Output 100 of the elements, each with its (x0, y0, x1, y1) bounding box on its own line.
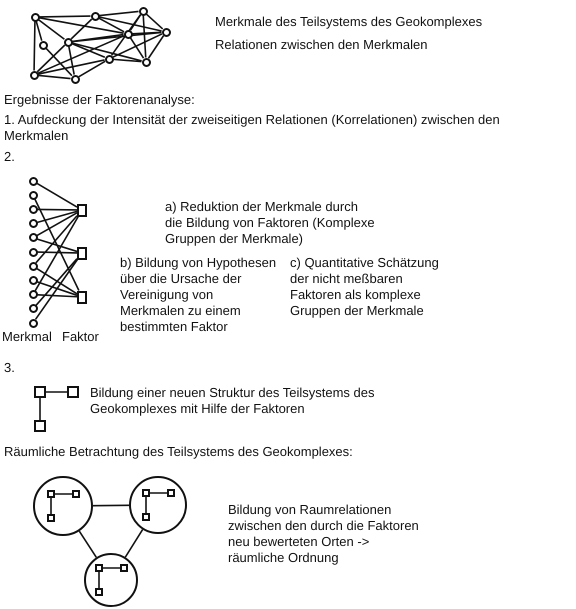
connector-line (50, 498, 52, 514)
circle-node (28, 176, 38, 186)
text: Bildung von Raumrelationen zwischen den durch die Faktoren neu bewerteten Orten -> räumliche Ordnung (228, 502, 420, 566)
square-node (34, 386, 46, 398)
connector-line (35, 215, 78, 264)
square-node (95, 588, 103, 596)
connector-line (150, 492, 167, 494)
connector-line (72, 42, 106, 58)
connector-line (37, 251, 78, 254)
description-text: Relationen zwischen den Merkmalen (215, 37, 428, 53)
location-circle (33, 476, 93, 536)
connector-line (70, 18, 92, 40)
connector-line (39, 17, 124, 34)
square-node (77, 246, 87, 260)
connector-line (99, 16, 162, 32)
square-node (77, 204, 87, 216)
connector-line (145, 497, 147, 513)
connector-line (37, 294, 78, 298)
connector-line (55, 493, 72, 495)
circle-node (138, 6, 148, 16)
connector-line (36, 182, 78, 208)
circle-node (28, 318, 38, 328)
square-node (142, 489, 150, 497)
square-node (167, 489, 175, 497)
connector-line (35, 258, 78, 306)
connector-line (103, 567, 120, 569)
circle-node (142, 58, 150, 66)
square-node (95, 564, 103, 572)
circle-node (30, 12, 40, 22)
connector-line (130, 37, 144, 59)
location-circle (129, 476, 187, 534)
text: a) Reduktion der Merkmale durch die Bildung von Faktoren (Komplexe Gruppen der Merkmale) (165, 199, 375, 247)
connector-line (72, 34, 124, 42)
connector-line (38, 19, 65, 40)
connector-line (35, 21, 43, 41)
square-node (67, 386, 79, 398)
connector-line (36, 212, 78, 236)
circle-node (28, 248, 38, 256)
square-node (34, 420, 46, 432)
connector-line (99, 10, 139, 16)
location-circle (84, 553, 138, 607)
circle-node (30, 70, 38, 80)
connector-line (146, 13, 164, 30)
connector-line (34, 216, 79, 292)
connector-line (39, 15, 91, 18)
connector-line (98, 572, 100, 588)
connector-line (124, 529, 144, 558)
connector-line (130, 14, 142, 31)
connector-line (38, 74, 71, 80)
square-node (120, 564, 128, 572)
square-node (47, 514, 55, 522)
connector-line (37, 281, 78, 296)
connector-line (132, 31, 162, 35)
circle-node (124, 30, 132, 38)
circle-node (38, 40, 48, 50)
connector-line (39, 398, 41, 420)
connector-line (38, 35, 124, 74)
connector-line (37, 210, 78, 224)
text: b) Bildung von Hypothesen über die Ursache der Vereinigung von Merkmalen zu einem bestimmten Faktor (120, 255, 278, 335)
connector-line (78, 530, 97, 558)
circle-node (28, 219, 38, 228)
connector-line (33, 21, 36, 71)
circle-node (104, 54, 114, 64)
square-node (72, 490, 80, 498)
text: c) Quantitative Schätzung der nicht meßbaren Faktoren als komplexe Gruppen der Merkmale (290, 255, 440, 319)
connector-line (37, 208, 78, 211)
step-number: 3. (4, 360, 16, 376)
connector-line (38, 59, 105, 75)
text: 1. Aufdeckung der Intensität der zweiseitigen Relationen (Korrelationen) zwischen den Merkmalen (4, 112, 501, 144)
heading: Ergebnisse der Faktorenanalyse: (4, 92, 196, 108)
circle-node (28, 233, 38, 242)
heading: Räumliche Betrachtung des Teilsystems des Geokomplexes: (4, 444, 354, 460)
connector-line (98, 17, 124, 33)
square-node (142, 513, 150, 521)
circle-node (64, 38, 72, 46)
connector-line (78, 60, 106, 78)
square-node (47, 490, 55, 498)
circle-node (90, 12, 100, 20)
connector-line (36, 268, 78, 295)
circle-node (28, 262, 38, 271)
connector-line (113, 58, 142, 62)
connector-line (72, 42, 142, 62)
axis-label: Faktor (62, 329, 100, 345)
circle-node (70, 74, 80, 84)
connector-line (34, 259, 78, 320)
circle-node (28, 204, 38, 214)
circle-node (28, 304, 38, 314)
connector-line (68, 46, 75, 75)
connector-line (110, 14, 142, 56)
connector-line (112, 33, 162, 58)
step-number: 2. (4, 149, 16, 165)
axis-label: Merkmal (2, 329, 53, 345)
circle-node (162, 28, 170, 36)
square-node (77, 290, 87, 304)
connector-line (148, 35, 164, 59)
connector-line (37, 238, 78, 252)
circle-node (28, 190, 38, 200)
connector-line (142, 15, 147, 58)
connector-line (34, 198, 80, 291)
connector-line (46, 391, 67, 393)
